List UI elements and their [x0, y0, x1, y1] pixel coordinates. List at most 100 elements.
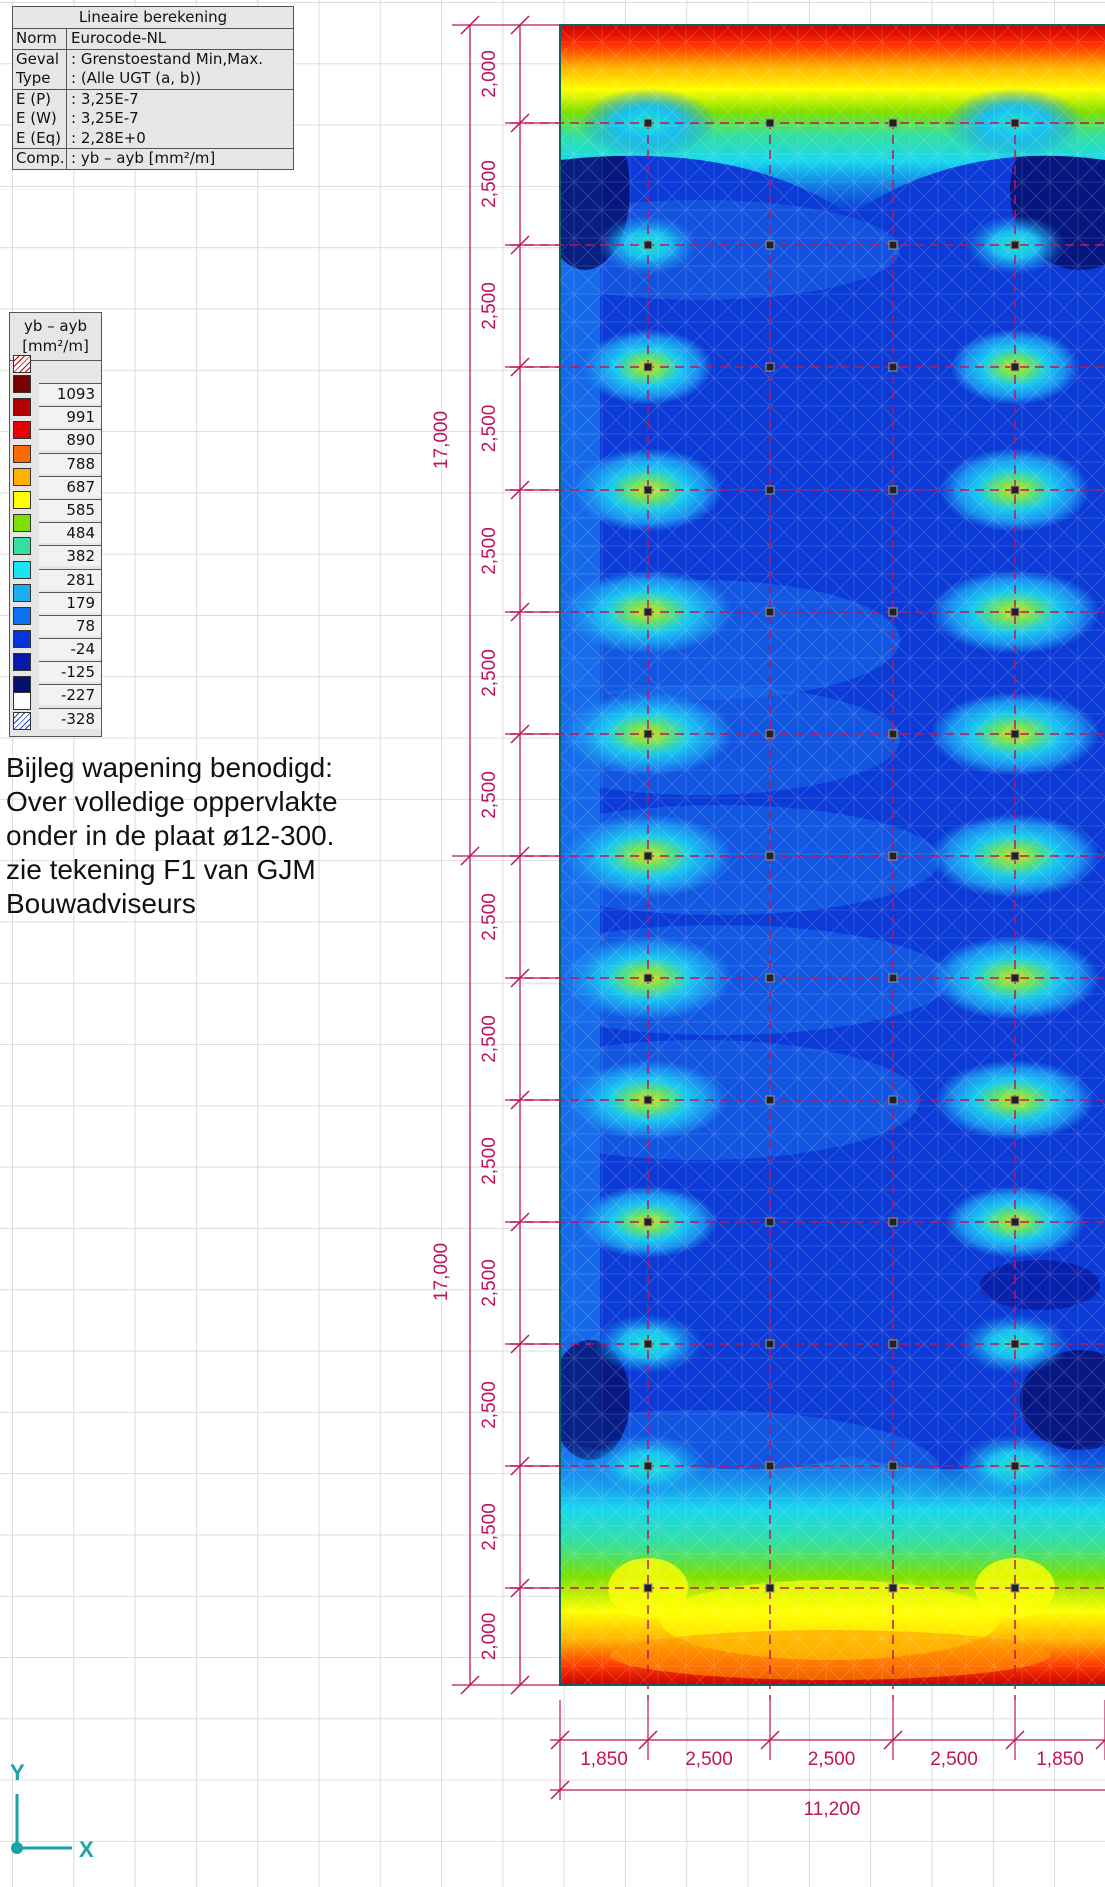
legend-value: 382 — [39, 545, 101, 567]
slab-outline — [559, 24, 1105, 1686]
legend-swatch — [13, 630, 31, 649]
column-gridlines — [510, 118, 1105, 1700]
legend-swatch — [13, 467, 31, 486]
column-node — [765, 973, 775, 983]
column-node — [643, 240, 653, 250]
info-row: E (W) : 3,25E-7 — [13, 109, 293, 129]
column-node — [888, 240, 898, 250]
hatch-swatch — [13, 355, 31, 373]
column-node — [888, 118, 898, 128]
legend-unit: [mm²/m] — [22, 337, 89, 355]
column-node — [888, 1339, 898, 1349]
info-value: : yb – ayb [mm²/m] — [71, 149, 216, 167]
legend-item: -328 — [10, 691, 101, 730]
horizontal-dimension-label: 2,500 — [808, 1749, 856, 1770]
horizontal-total-label: 11,200 — [804, 1799, 861, 1820]
legend-value: 687 — [39, 475, 101, 497]
info-value: : Grenstoestand Min,Max. — [71, 49, 263, 68]
column-node — [888, 1461, 898, 1471]
column-node — [1010, 851, 1020, 861]
info-key: Norm — [13, 29, 67, 49]
column-node — [643, 1217, 653, 1227]
legend-value: 890 — [39, 429, 101, 451]
column-node — [643, 1095, 653, 1105]
legend-title: yb – ayb — [23, 317, 88, 335]
column-node — [888, 607, 898, 617]
column-node — [643, 1339, 653, 1349]
column-node — [765, 1339, 775, 1349]
column-node — [643, 485, 653, 495]
column-node — [1010, 485, 1020, 495]
column-node — [888, 851, 898, 861]
column-node — [765, 1461, 775, 1471]
column-node — [1010, 1217, 1020, 1227]
column-node — [1010, 973, 1020, 983]
column-node — [1010, 1095, 1020, 1105]
legend-swatch — [13, 606, 31, 625]
legend-value: -328 — [39, 707, 101, 729]
legend-swatch — [13, 514, 31, 533]
column-node — [1010, 118, 1020, 128]
vertical-dimension-label: 2,500 — [479, 405, 500, 453]
column-node — [643, 1461, 653, 1471]
info-row: Type : (Alle UGT (a, b)) — [13, 69, 293, 90]
column-node — [643, 973, 653, 983]
legend-item: -227 — [10, 674, 101, 706]
column-node — [643, 362, 653, 372]
vertical-dimension-label: 2,500 — [479, 771, 500, 819]
legend-item: 78 — [10, 605, 101, 636]
info-key: Type — [13, 69, 67, 89]
info-value: : 3,25E-7 — [71, 89, 139, 108]
legend-swatch — [13, 490, 31, 509]
info-value: : 3,25E-7 — [71, 109, 139, 127]
legend-item: -24 — [10, 628, 101, 660]
calculation-info-table: Lineaire berekening Norm Eurocode-NL Gev… — [12, 6, 294, 170]
column-node — [765, 729, 775, 739]
column-node — [888, 729, 898, 739]
column-node — [888, 362, 898, 372]
legend-value: -125 — [39, 661, 101, 683]
info-value: Eurocode-NL — [71, 29, 167, 47]
column-node — [1010, 607, 1020, 617]
legend-value: 78 — [39, 614, 101, 636]
info-row: E (Eq) : 2,28E+0 — [13, 128, 293, 149]
horizontal-dimension-label: 2,500 — [685, 1749, 733, 1770]
slab-contours — [560, 25, 1105, 1685]
axis-indicator: Y X — [10, 1760, 94, 1862]
column-node — [765, 1583, 775, 1593]
column-node — [765, 485, 775, 495]
legend-value: -24 — [39, 638, 101, 660]
column-node — [888, 973, 898, 983]
note-line: Bijleg wapening benodigd: — [6, 752, 333, 783]
info-value: : (Alle UGT (a, b)) — [71, 69, 202, 87]
legend-item: -125 — [10, 651, 101, 683]
legend-item: 788 — [10, 443, 101, 474]
column-node — [1010, 1339, 1020, 1349]
legend-value: 788 — [39, 452, 101, 474]
legend-item: 890 — [10, 419, 101, 451]
legend-overflow-swatch — [10, 355, 101, 373]
legend-value: 281 — [39, 568, 101, 590]
legend-value: -227 — [39, 684, 101, 706]
column-node — [765, 240, 775, 250]
legend-swatch — [13, 537, 31, 556]
legend-swatch — [13, 583, 31, 602]
column-node — [643, 1583, 653, 1593]
legend-item: 1093 — [10, 373, 101, 404]
vertical-dimension-label: 2,500 — [479, 527, 500, 575]
dimension-tick — [1095, 1738, 1105, 1750]
legend-item: 484 — [10, 512, 101, 544]
note-line: onder in de plaat ø12-300. — [6, 820, 335, 851]
info-key: E (W) — [13, 109, 67, 129]
note-line: Over volledige oppervlakte — [6, 786, 338, 817]
column-node — [888, 1217, 898, 1227]
note-line: Bouwadviseurs — [6, 888, 196, 919]
vertical-dimension-label: 2,500 — [479, 282, 500, 330]
reinforcement-note: Bijleg wapening benodigd: Over volledige… — [6, 751, 406, 921]
legend-item: 382 — [10, 535, 101, 567]
legend-header: yb – ayb [mm²/m] — [10, 313, 101, 361]
legend-item: 281 — [10, 559, 101, 590]
column-node — [888, 485, 898, 495]
